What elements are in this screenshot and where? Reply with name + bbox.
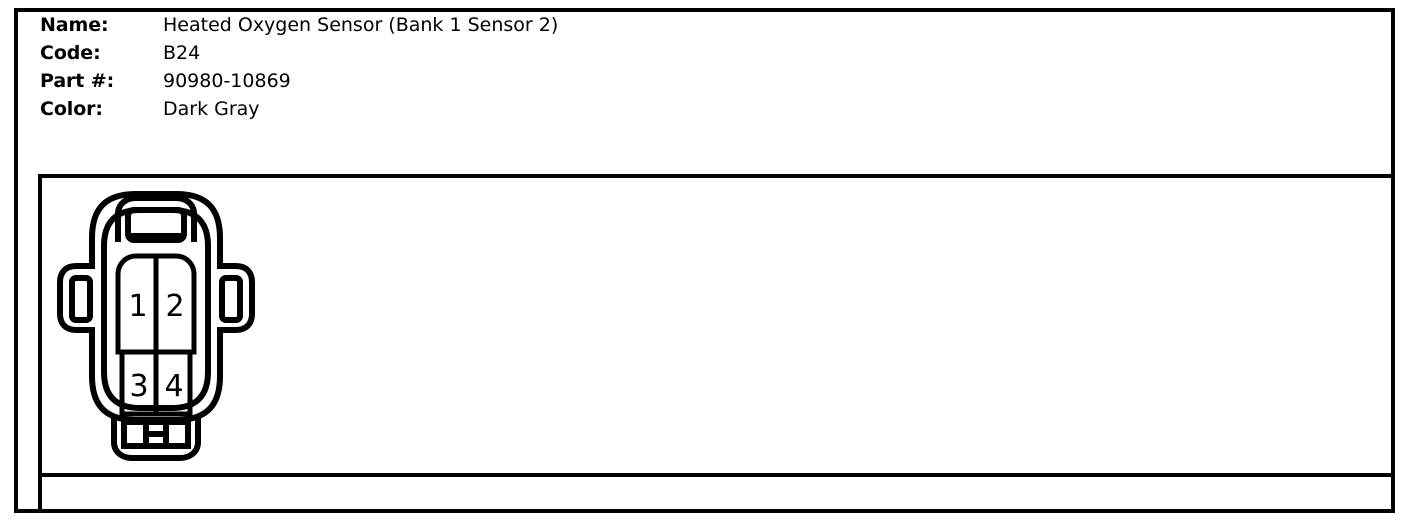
bottom-tab-frame — [121, 419, 191, 449]
pin-cavity-block — [115, 253, 197, 417]
pin-number-2: 2 — [165, 289, 184, 324]
info-value-code: B24 — [163, 42, 201, 64]
connector-illustration: 1 2 3 4 — [40, 180, 266, 472]
info-value-name: Heated Oxygen Sensor (Bank 1 Sensor 2) — [163, 14, 559, 36]
info-row-name: Name: Heated Oxygen Sensor (Bank 1 Senso… — [40, 14, 1240, 42]
pin-number-1: 1 — [128, 289, 147, 324]
info-row-part-number: Part #: 90980-10869 — [40, 70, 1240, 98]
connector-outer-shell — [57, 191, 255, 423]
info-label-color: Color: — [40, 98, 103, 120]
connector-diagram-panel — [38, 174, 1395, 477]
info-row-code: Code: B24 — [40, 42, 1240, 70]
pin-number-4: 4 — [164, 369, 183, 404]
pin-number-3: 3 — [129, 369, 148, 404]
info-label-name: Name: — [40, 14, 109, 36]
bottom-tab-outline — [111, 416, 201, 461]
pin-row-upper-outline — [115, 253, 197, 355]
top-latch-tab — [125, 207, 187, 243]
side-slot-tabs — [69, 275, 243, 323]
lower-info-strip — [38, 477, 1395, 513]
info-row-color: Color: Dark Gray — [40, 98, 1240, 126]
bottom-keying-tab — [111, 416, 201, 461]
info-label-code: Code: — [40, 42, 101, 64]
info-value-part-number: 90980-10869 — [163, 70, 291, 92]
top-latch — [115, 195, 197, 243]
info-label-part-number: Part #: — [40, 70, 115, 92]
left-side-slot-icon — [69, 275, 93, 323]
right-side-slot-icon — [219, 275, 243, 323]
top-latch-outer — [115, 195, 197, 242]
connector-info-block: Name: Heated Oxygen Sensor (Bank 1 Senso… — [40, 14, 1240, 126]
info-value-color: Dark Gray — [163, 98, 260, 120]
